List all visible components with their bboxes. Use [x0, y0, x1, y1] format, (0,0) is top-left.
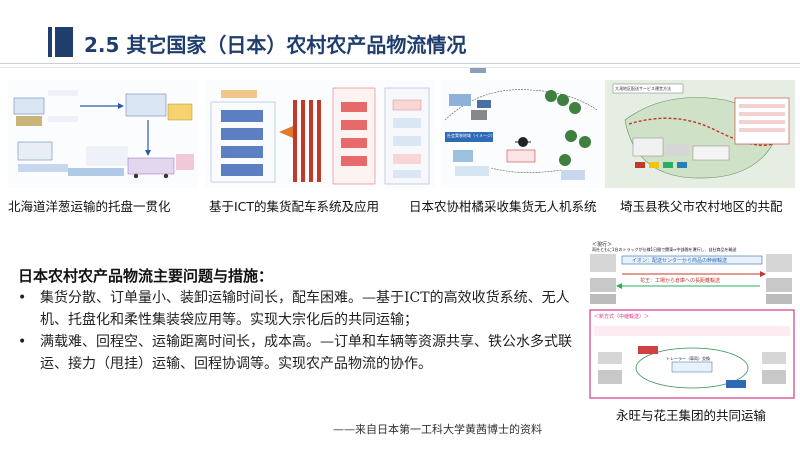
diagram-caption: 永旺与花王集团的共同运输 [616, 408, 767, 423]
bullet-item: • 满载难、回程空、运输距离时间长，成本高。—订单和车辆等资源共享、铁公水多式联… [18, 331, 578, 375]
diagram-kao-label: 花王：工場から倉庫への長距離輸送 [640, 278, 721, 284]
caption-pallet-transport: 北海道洋葱运输的托盘一贯化 [8, 199, 171, 214]
title-accent-bar [48, 27, 52, 57]
drone-region-label: 社会実装地域（イメージ） [447, 133, 495, 138]
figure-pallet-transport [8, 80, 198, 188]
section-heading: 日本农村农产品物流主要问题与措施： [18, 267, 274, 285]
diagram-current-note: 両社ともに1台のトラックが仕様1日間で関東⇔中部間を運行し、自社商品を輸送 [592, 247, 737, 252]
figure-ict-dispatch [205, 80, 435, 188]
joint-delivery-map-icon [605, 80, 795, 188]
diagram-new-label: ＜新方式（中継輸送）＞ [594, 314, 650, 320]
pallet-transport-diagram-icon [13, 90, 194, 179]
figure-joint-delivery: 大滝地区配送サービス運営方法 [605, 80, 795, 188]
figure-drone-system: 社会実装地域（イメージ） [441, 80, 601, 188]
source-attribution: ——来自日本第一工科大学黄茜博士的资料 [333, 423, 542, 436]
diagram-relay-label: トレーラー（車両）交換 [666, 356, 710, 361]
joint-transport-diagram: ＜現行＞ 両社ともに1台のトラックが仕様1日間で関東⇔中部間を運行し、自社商品を… [588, 240, 796, 400]
caption-joint-delivery: 埼玉县秩父市农村地区的共配 [620, 199, 783, 214]
figure-strip: 社会実装地域（イメージ） 大滝地区配送サービス運営方法 [0, 68, 800, 192]
delivery-map-label: 大滝地区配送サービス運営方法 [615, 86, 671, 91]
header-divider-light [0, 67, 800, 68]
caption-drone-system: 日本农协柑橘采收集货无人机系统 [409, 199, 597, 214]
page-title: 2.5 其它国家（日本）农村农产品物流情况 [84, 33, 467, 57]
bullet-dot-icon: • [18, 334, 27, 350]
diagram-aeon-label: イオン：配送センターから商品の幹線輸送 [632, 258, 728, 264]
caption-ict-dispatch: 基于ICT的集货配车系统及应用 [209, 199, 380, 214]
ict-dispatch-flowchart-icon [210, 87, 430, 185]
diagram-current-label: ＜現行＞ [592, 242, 613, 248]
joint-transport-diagram-icon [589, 254, 795, 399]
bullet-text: 满载难、回程空、运输距离时间长，成本高。—订单和车辆等资源共享、铁公水多式联运、… [40, 334, 572, 372]
header-divider [0, 63, 800, 64]
strip-tab-marker [470, 68, 486, 73]
bullet-dot-icon: • [18, 290, 27, 306]
drone-system-diagram-icon [444, 89, 598, 180]
bullet-text: 集货分散、订单量小、装卸运输时间长，配车困难。—基于ICT的高效收货系统、无人机… [40, 290, 570, 328]
bullet-list: • 集货分散、订单量小、装卸运输时间长，配车困难。—基于ICT的高效收货系统、无… [18, 287, 578, 375]
title-accent-block [55, 27, 73, 57]
bullet-item: • 集货分散、订单量小、装卸运输时间长，配车困难。—基于ICT的高效收货系统、无… [18, 287, 578, 331]
